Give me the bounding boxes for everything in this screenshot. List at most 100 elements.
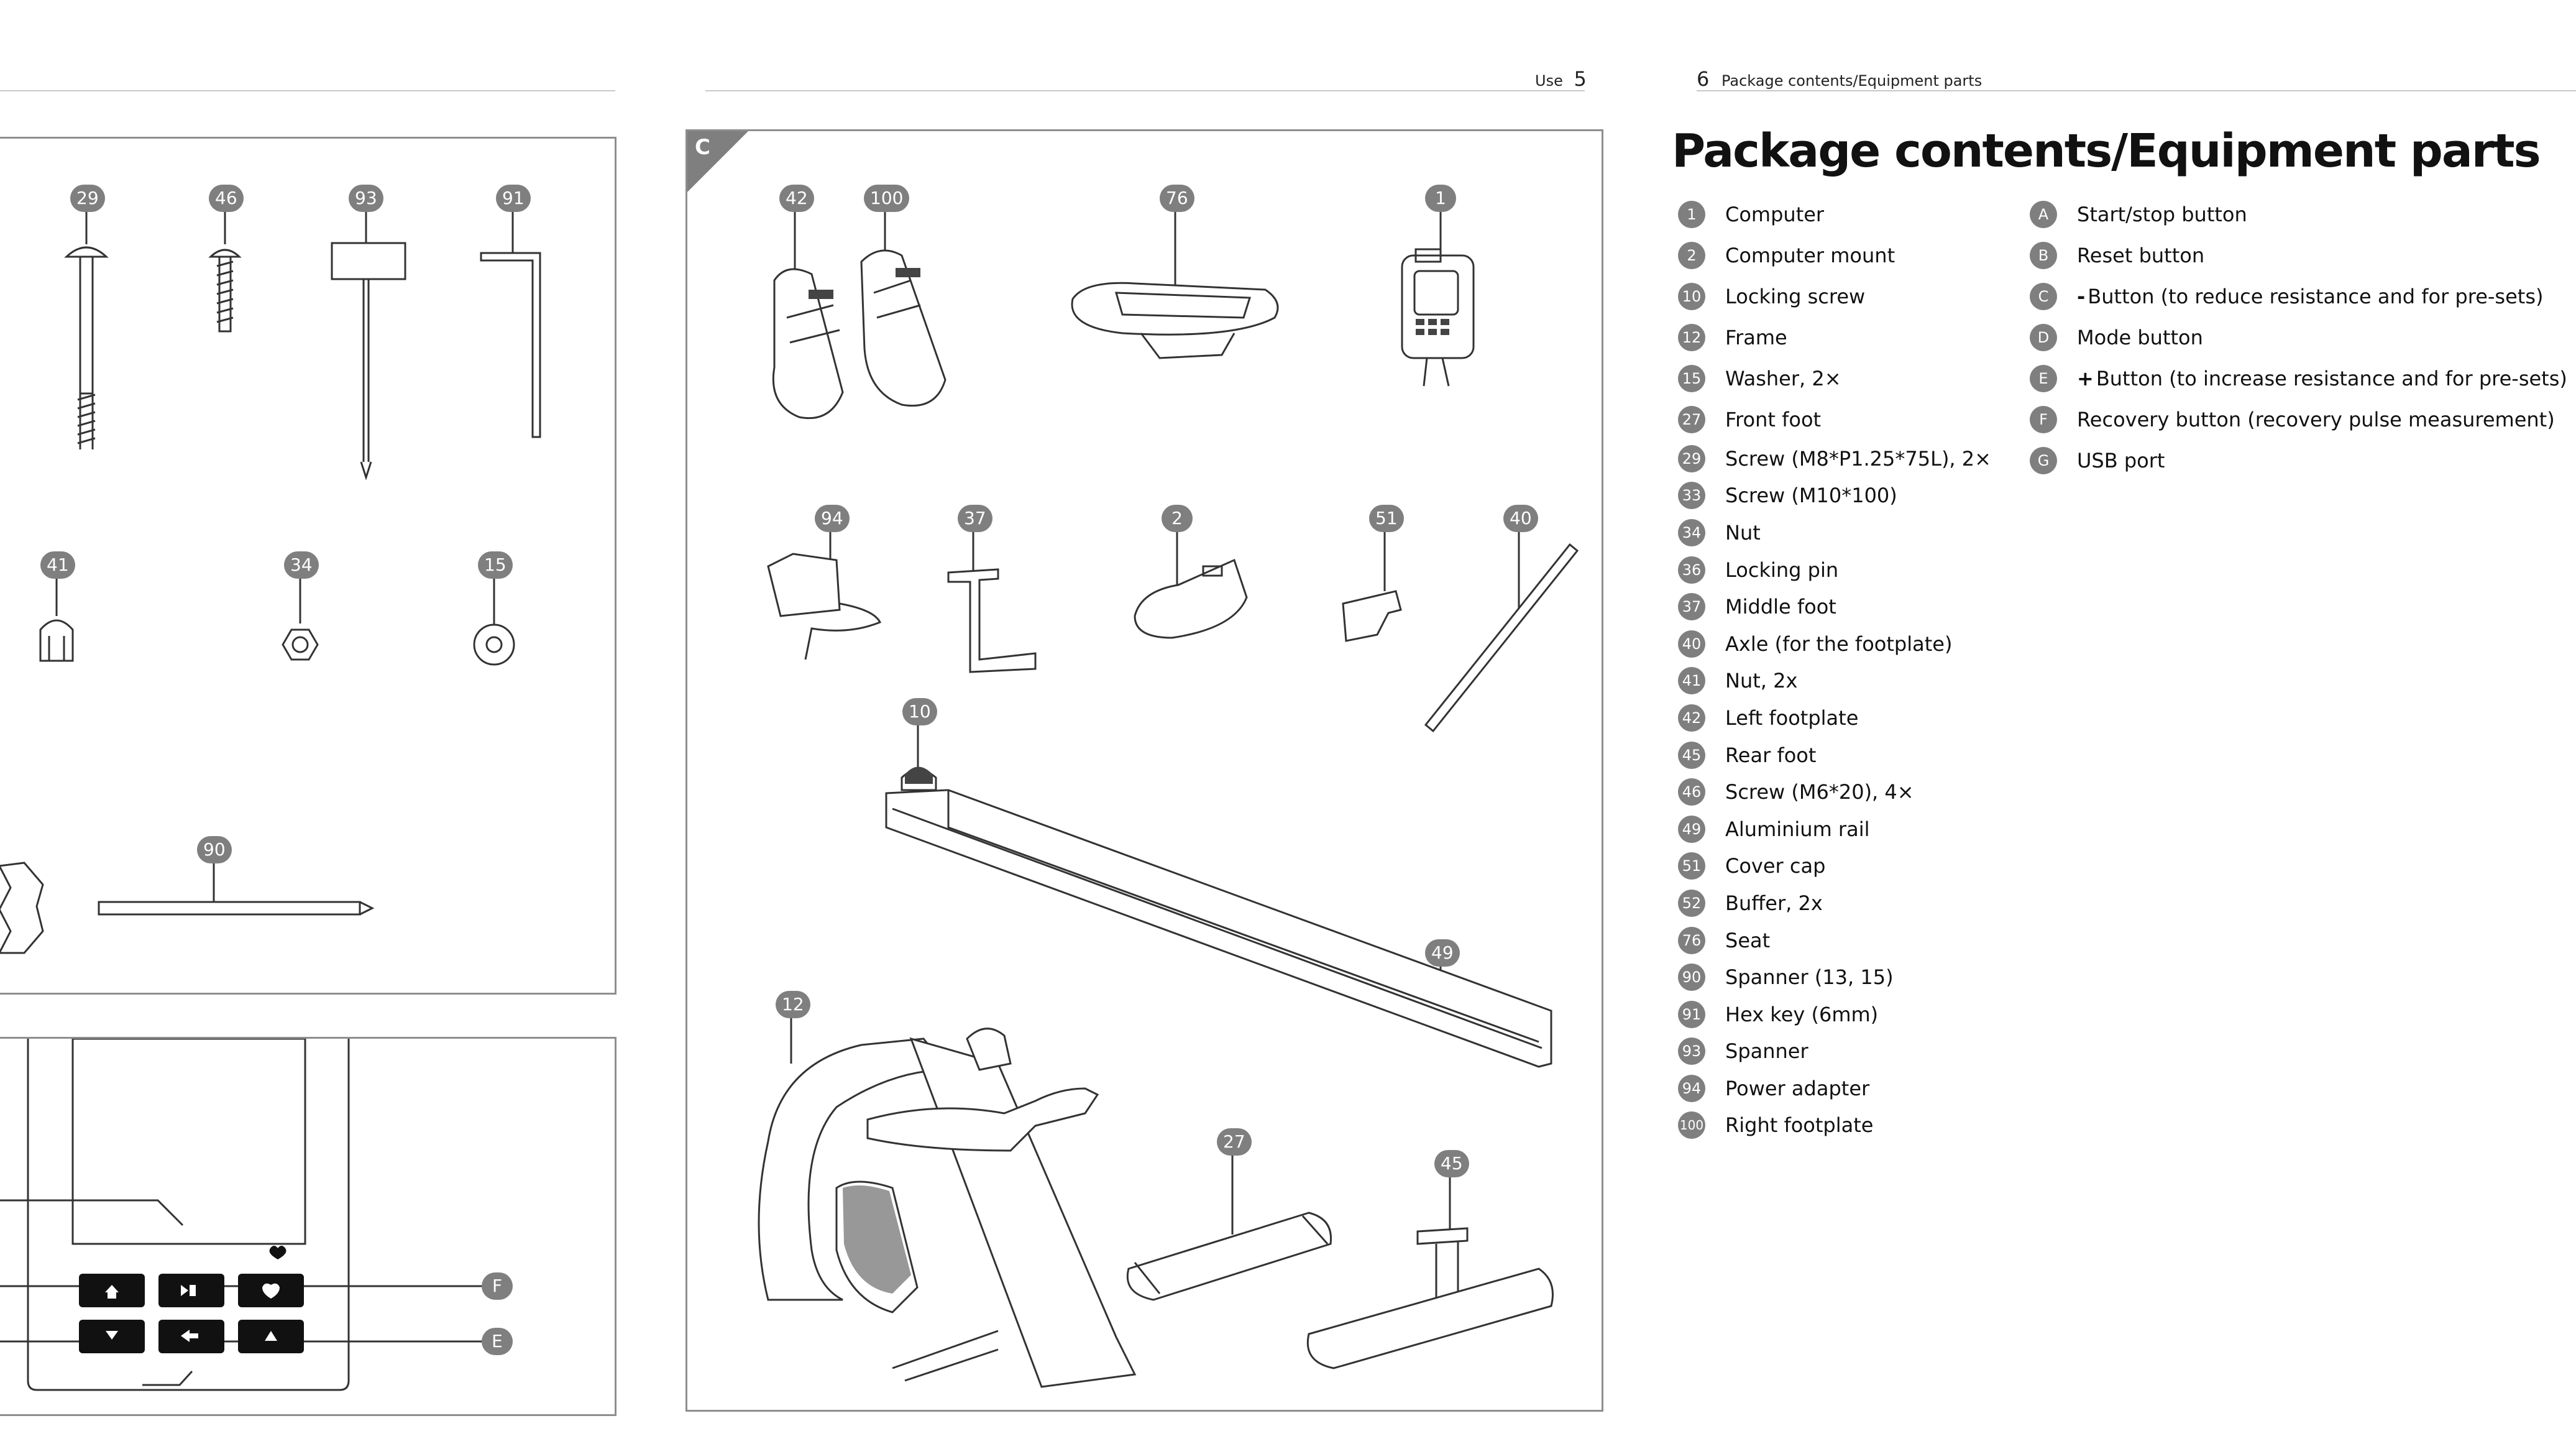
part-number-badge: 93 <box>1678 1037 1705 1065</box>
part-label: Power adapter <box>1725 1076 1870 1100</box>
part-label: Spanner <box>1725 1039 1808 1064</box>
controls-list-item: B Reset button <box>2030 235 2539 276</box>
part-number-badge: 36 <box>1678 556 1705 584</box>
callout-F: F <box>482 1272 513 1300</box>
control-sign: - <box>2077 285 2086 308</box>
figure-label: C <box>695 135 710 160</box>
parts-list-item: 1 Computer <box>1678 194 2014 235</box>
part-number-badge: 94 <box>1678 1074 1705 1102</box>
callout-76: 76 <box>1160 185 1194 212</box>
callout-12: 12 <box>776 991 810 1018</box>
callout-100: 100 <box>864 185 910 212</box>
part-number-badge: 34 <box>1678 518 1705 546</box>
control-letter-badge: A <box>2030 201 2057 228</box>
callout-51: 51 <box>1369 505 1404 532</box>
page-title: Package contents/Equipment parts <box>1672 124 2541 178</box>
part-number-badge: 12 <box>1678 324 1705 351</box>
page-header-left: Use 5 <box>1535 67 1587 91</box>
control-label: USB port <box>2077 449 2165 472</box>
control-label: Reset button <box>2077 244 2204 267</box>
parts-list-item: 93 Spanner <box>1678 1033 2014 1070</box>
control-text: Recovery button (recovery pulse measurem… <box>2077 408 2555 431</box>
control-text: USB port <box>2077 449 2165 472</box>
part-number-badge: 90 <box>1678 964 1705 991</box>
callout-41: 41 <box>40 551 75 579</box>
part-label: Buffer, 2x <box>1725 891 1823 915</box>
callout-E: E <box>482 1328 513 1355</box>
parts-list-item: 45 Rear foot <box>1678 737 2014 774</box>
control-text: Button (to reduce resistance and for pre… <box>2088 285 2544 308</box>
header-rule-middle <box>705 90 1585 91</box>
callout-46: 46 <box>209 185 244 212</box>
figure-small-parts: 29 46 93 91 41 34 15 90 <box>0 137 616 995</box>
callout-27: 27 <box>1217 1128 1252 1156</box>
page-number: 6 <box>1697 67 1710 91</box>
control-letter-badge: D <box>2030 324 2057 351</box>
control-letter-badge: G <box>2030 447 2057 474</box>
callout-49: 49 <box>1425 939 1460 967</box>
part-number-badge: 45 <box>1678 741 1705 769</box>
part-label: Nut <box>1725 520 1761 545</box>
part-label: Frame <box>1725 326 1787 349</box>
part-label: Screw (M6*20), 4× <box>1725 780 1914 804</box>
figure-computer-console: F E <box>0 1037 616 1416</box>
callout-91: 91 <box>496 185 531 212</box>
control-label: Start/stop button <box>2077 203 2247 226</box>
callout-2: 2 <box>1162 505 1193 532</box>
control-label: -Button (to reduce resistance and for pr… <box>2077 285 2543 308</box>
callout-45: 45 <box>1434 1150 1469 1177</box>
small-parts-drawing <box>0 212 541 954</box>
control-label: Mode button <box>2077 326 2203 349</box>
controls-list-item: D Mode button <box>2030 317 2539 358</box>
control-sign: + <box>2077 367 2094 390</box>
control-letter-badge: B <box>2030 242 2057 269</box>
callout-90: 90 <box>197 836 232 863</box>
controls-list-item: G USB port <box>2030 440 2539 481</box>
control-letter-badge: C <box>2030 283 2057 310</box>
part-number-badge: 52 <box>1678 889 1705 917</box>
part-label: Rear foot <box>1725 743 1817 767</box>
page-header-right: 6 Package contents/Equipment parts <box>1697 67 1982 91</box>
header-rule-right <box>1697 90 2576 91</box>
control-letter-badge: F <box>2030 406 2057 433</box>
section-name: Package contents/Equipment parts <box>1721 72 1982 90</box>
callout-34: 34 <box>284 551 319 579</box>
callout-93: 93 <box>349 185 383 212</box>
page-number: 5 <box>1574 67 1587 91</box>
part-number-badge: 27 <box>1678 406 1705 433</box>
part-label: Computer <box>1725 203 1825 226</box>
header-rule-left <box>0 90 615 91</box>
callout-10: 10 <box>902 698 937 725</box>
callout-29: 29 <box>70 185 105 212</box>
part-number-badge: 40 <box>1678 630 1705 658</box>
part-number-badge: 2 <box>1678 242 1705 269</box>
computer-console-drawing <box>0 1039 484 1391</box>
parts-list-item: 27 Front foot <box>1678 399 2014 440</box>
part-number-badge: 1 <box>1678 201 1705 228</box>
part-label: Front foot <box>1725 408 1822 431</box>
part-number-badge: 37 <box>1678 593 1705 621</box>
callout-15: 15 <box>478 551 513 579</box>
figure-c-equipment: C 42 100 76 1 94 37 2 51 40 10 49 12 27 … <box>685 129 1603 1412</box>
section-name: Use <box>1535 72 1563 90</box>
part-label: Washer, 2× <box>1725 367 1841 390</box>
part-label: Screw (M10*100) <box>1725 484 1897 508</box>
parts-list-item: 94 Power adapter <box>1678 1070 2014 1107</box>
control-label: Recovery button (recovery pulse measurem… <box>2077 408 2555 431</box>
part-number-badge: 42 <box>1678 704 1705 732</box>
part-label: Locking screw <box>1725 285 1866 308</box>
